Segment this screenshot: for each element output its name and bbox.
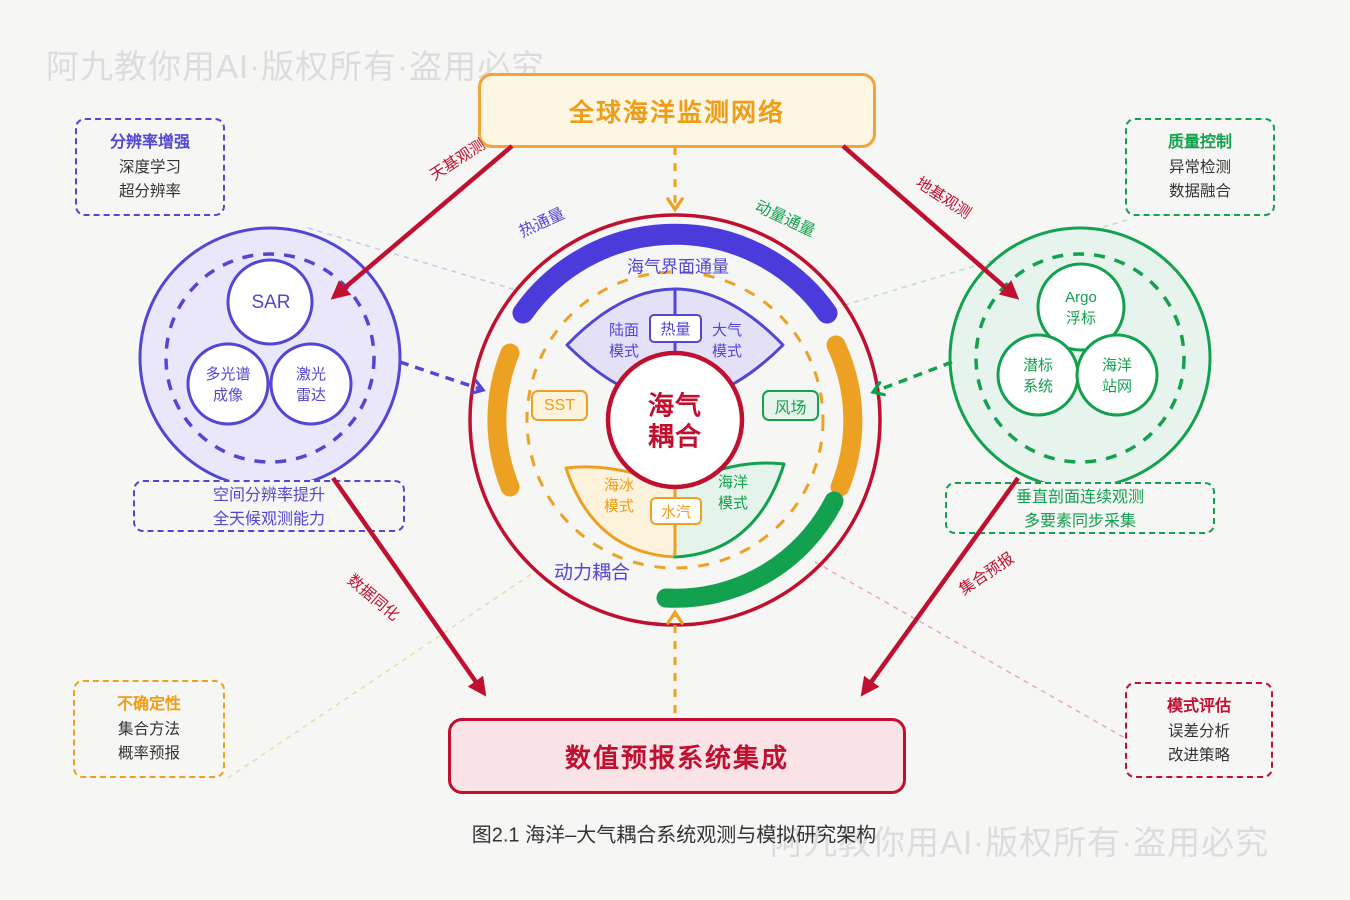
numerical-forecast-box: 数值预报系统集成: [448, 718, 906, 794]
note-resolution-enhancement: 分辨率增强 深度学习 超分辨率: [75, 118, 225, 216]
note-satellite-capability: 空间分辨率提升 全天候观测能力: [133, 480, 405, 532]
insitu-to-core-arrow: [870, 360, 953, 397]
atmos-model-label: 大气 模式: [711, 322, 743, 360]
node-lidar: 激光 雷达: [295, 366, 327, 404]
wind-chip: 风场: [762, 390, 819, 421]
right-exchange-arc: [826, 335, 863, 497]
left-exchange-arc: [487, 343, 520, 497]
note-title: 不确定性: [116, 696, 181, 713]
note-title: 模式评估: [1166, 698, 1231, 715]
note-line: 异常检测: [1168, 158, 1231, 176]
note-insitu-capability: 垂直剖面连续观测 多要素同步采集: [945, 482, 1215, 534]
global-monitoring-network-box: 全球海洋监测网络: [478, 73, 876, 148]
note-line: 误差分析: [1167, 722, 1230, 740]
note-title: 质量控制: [1167, 134, 1232, 151]
interface-flux-label: 海气界面通量: [627, 257, 729, 277]
insitu-cluster: [948, 226, 1212, 490]
satellite-cluster: [138, 226, 402, 490]
sst-chip: SST: [531, 390, 588, 421]
watermark-top: 阿九教你用AI·版权所有·盗用必究: [46, 48, 546, 85]
satellite-to-core-arrow: [399, 360, 486, 395]
note-line: 改进策略: [1167, 746, 1230, 764]
heat-chip: 热量: [649, 314, 702, 343]
land-model-label: 陆面 模式: [608, 322, 640, 360]
connector-uncertainty-note: [227, 570, 537, 779]
node-argo: Argo 浮标: [1065, 289, 1097, 327]
vapor-chip: 水汽: [650, 497, 702, 525]
node-multispectral: 多光谱 成像: [205, 366, 251, 404]
note-line: 全天候观测能力: [212, 511, 325, 528]
watermark-bottom: 阿九教你用AI·版权所有·盗用必究: [770, 824, 1270, 861]
note-uncertainty: 不确定性 集合方法 概率预报: [73, 680, 225, 778]
coupled-system: [468, 213, 882, 627]
note-line: 概率预报: [117, 744, 180, 762]
core-circle: [605, 350, 745, 490]
inner-dashed-ring: [525, 270, 825, 570]
dynamic-coupling-arc: [656, 491, 844, 608]
heat-flux-arc: [512, 223, 838, 324]
note-line: 超分辨率: [118, 182, 181, 200]
note-line: 深度学习: [118, 158, 181, 176]
note-line: 垂直剖面连续观测: [1015, 489, 1144, 506]
ocean-model-label: 海洋 模式: [717, 474, 749, 512]
core-coupling-label: 海气 耦合: [647, 390, 703, 451]
dynamic-coupling-label: 动力耦合: [553, 562, 631, 584]
node-ocean-station: 海洋 站网: [1101, 357, 1133, 395]
note-quality-control: 质量控制 异常检测 数据融合: [1125, 118, 1275, 216]
note-model-evaluation: 模式评估 误差分析 改进策略: [1125, 682, 1273, 778]
ocean-petal: [673, 461, 786, 559]
node-mooring: 潜标 系统: [1022, 357, 1054, 395]
note-line: 集合方法: [117, 720, 180, 738]
note-line: 空间分辨率提升: [212, 487, 325, 504]
note-title: 分辨率增强: [109, 134, 190, 151]
ice-model-label: 海冰 模式: [603, 477, 635, 515]
note-line: 多要素同步采集: [1023, 513, 1136, 530]
figure-caption: 图2.1 海洋–大气耦合系统观测与模拟研究架构: [471, 824, 877, 847]
note-line: 数据融合: [1168, 182, 1231, 200]
node-sar: SAR: [251, 292, 291, 313]
